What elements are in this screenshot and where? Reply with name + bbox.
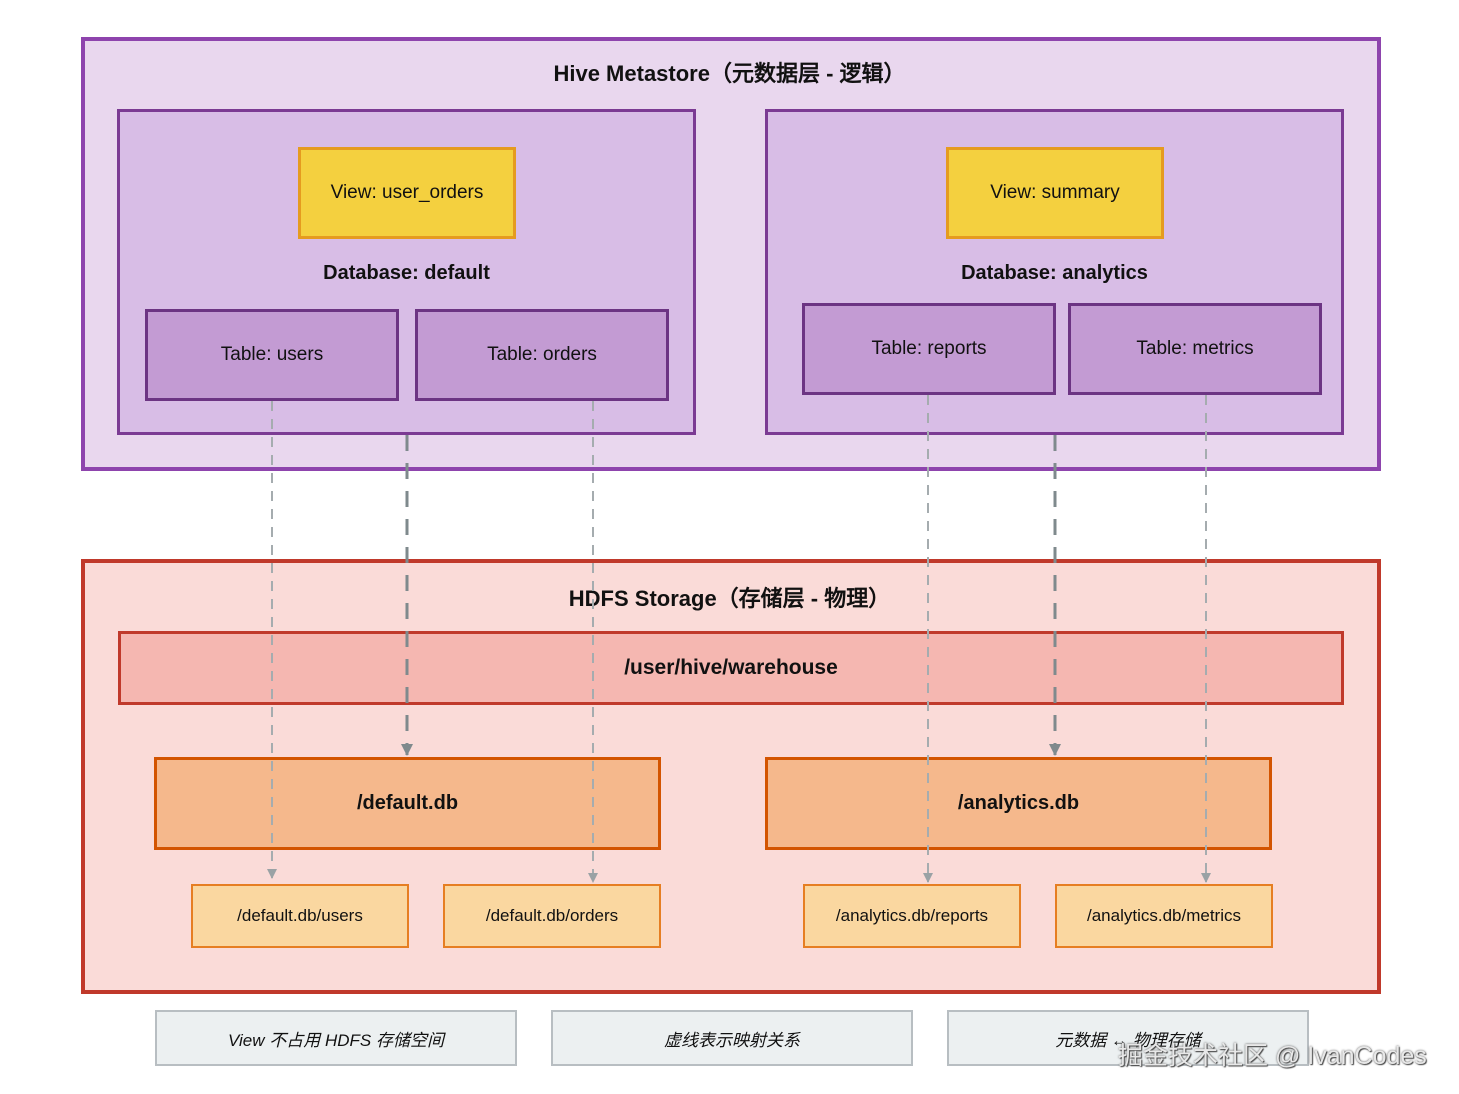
table-orders: Table: orders [415,309,669,401]
table-metrics: Table: metrics [1068,303,1322,395]
database-default-label: Database: default [323,262,490,284]
database-analytics-label: Database: analytics [961,262,1148,284]
table-reports: Table: reports [802,303,1056,395]
warehouse-dir: /user/hive/warehouse [118,631,1344,705]
view-summary: View: summary [946,147,1164,239]
hdfs-title: HDFS Storage（存储层 - 物理） [568,586,891,611]
table-users: Table: users [145,309,399,401]
view-user-orders: View: user_orders [298,147,516,239]
legend-mapping-note: 元数据 ↔ 物理存储 [947,1010,1309,1066]
legend-view-note: View 不占用 HDFS 存储空间 [155,1010,517,1066]
analytics-db-dir: /analytics.db [765,757,1272,850]
dir-default-orders: /default.db/orders [443,884,661,948]
watermark: 掘金技术社区 @ IvanCodes [1118,1042,1427,1070]
dir-default-users: /default.db/users [191,884,409,948]
metastore-title: Hive Metastore（元数据层 - 逻辑） [553,61,906,86]
dir-analytics-metrics: /analytics.db/metrics [1055,884,1273,948]
default-db-dir: /default.db [154,757,661,850]
dir-analytics-reports: /analytics.db/reports [803,884,1021,948]
legend-dashed-note: 虚线表示映射关系 [551,1010,913,1066]
